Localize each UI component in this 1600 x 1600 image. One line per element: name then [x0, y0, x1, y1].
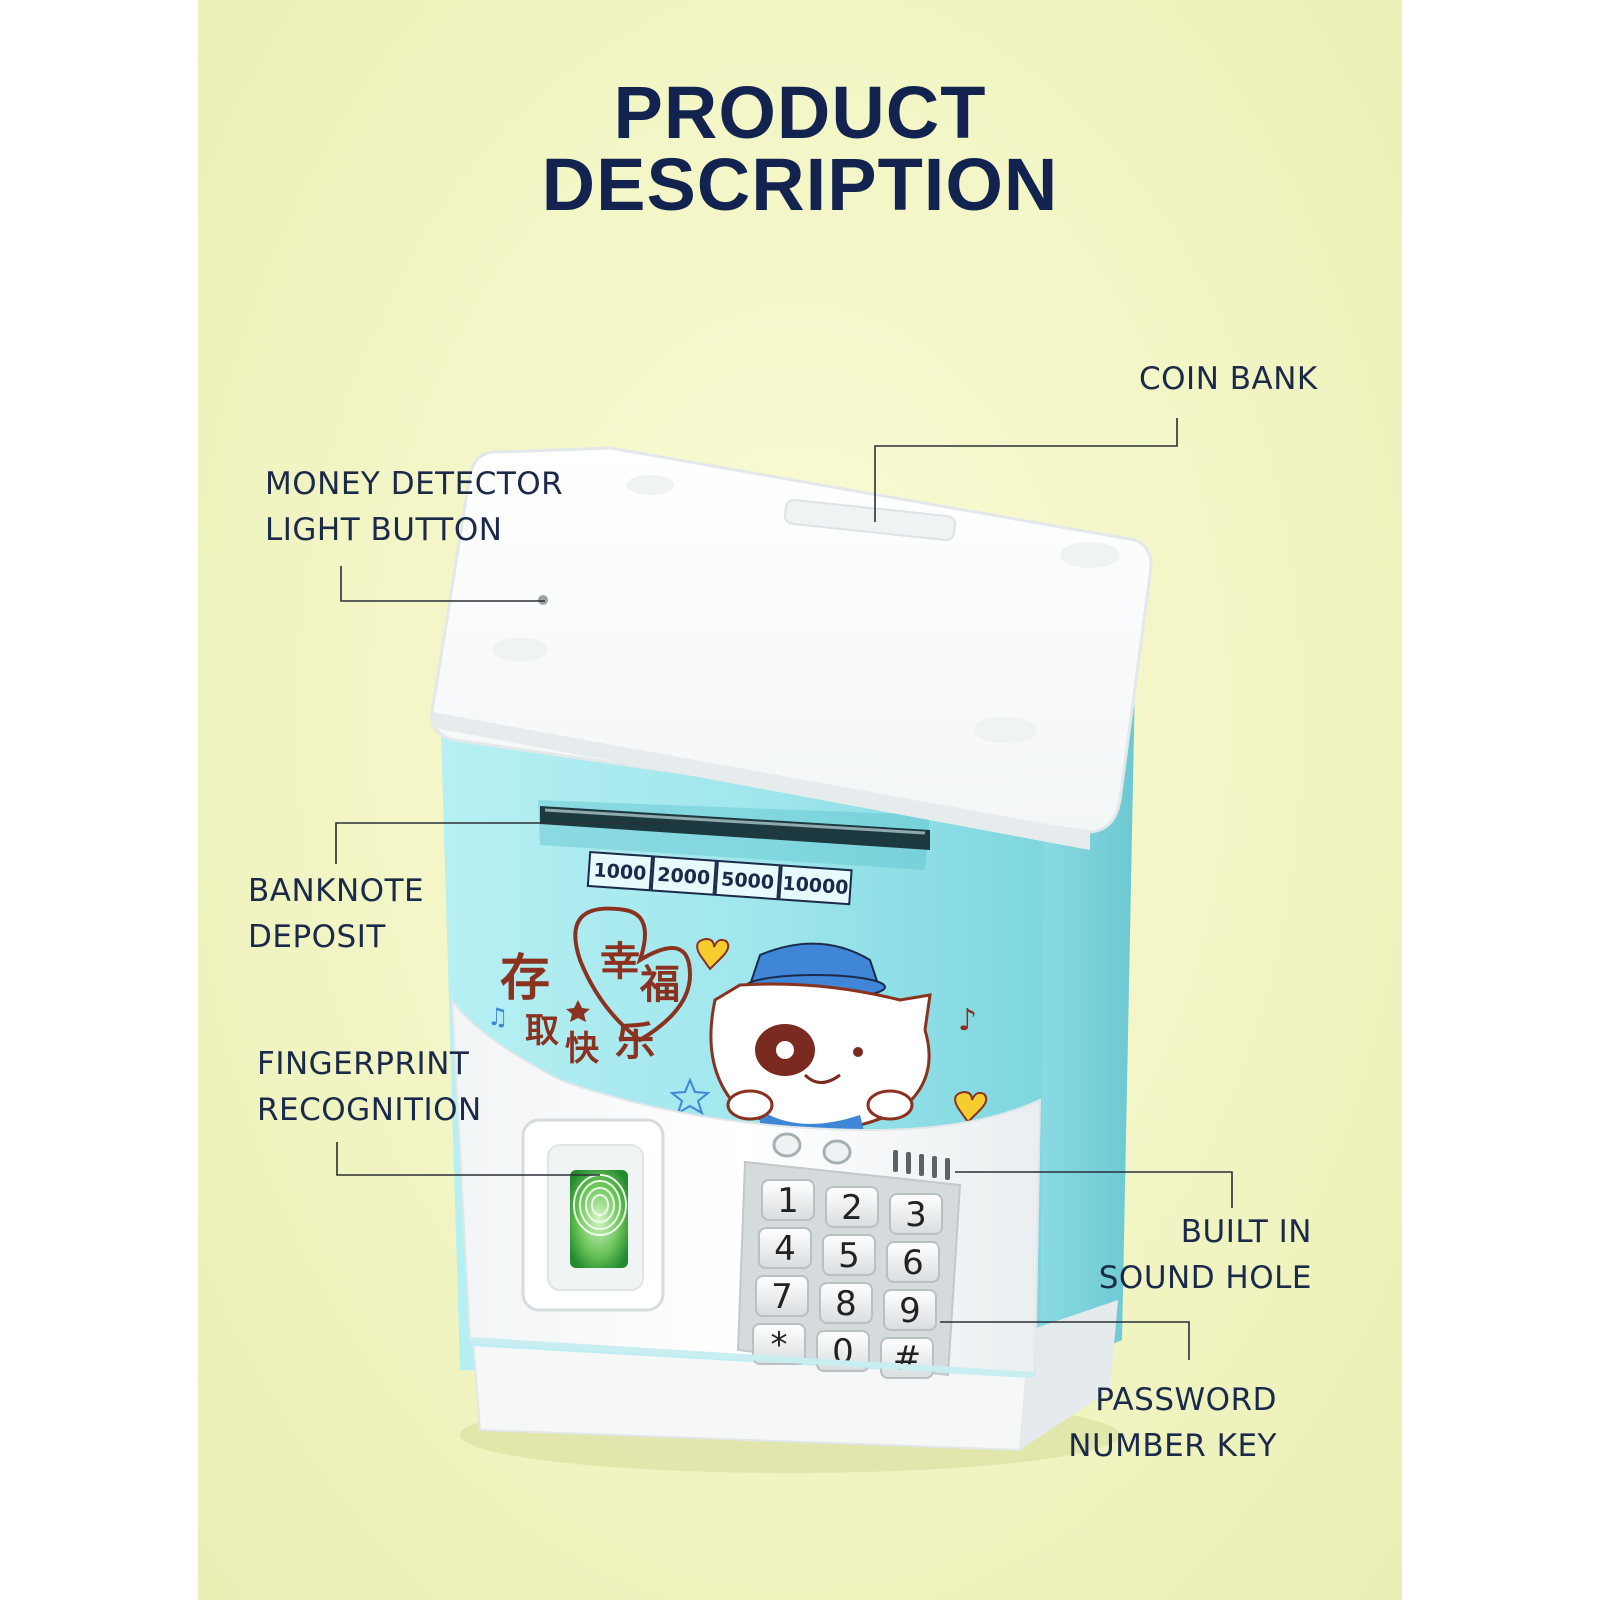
denomination-label: 2000	[657, 864, 711, 890]
keypad-key-label: #	[893, 1339, 922, 1379]
keypad-key[interactable]: 1	[761, 1179, 815, 1221]
detector-light-button	[538, 595, 548, 605]
keypad-key-label: *	[771, 1325, 788, 1365]
callout-line: RECOGNITION	[257, 1092, 482, 1128]
decal-char: 幸	[600, 939, 640, 985]
callout-line: DEPOSIT	[248, 919, 386, 955]
keypad-key-label: 1	[777, 1181, 799, 1221]
denomination-label: 1000	[593, 859, 647, 885]
keypad-key[interactable]: 7	[755, 1275, 809, 1317]
decal-char: 取	[525, 1011, 559, 1051]
callout-line: BANKNOTE	[248, 873, 425, 909]
decal-char: 快	[565, 1029, 600, 1069]
fingerprint-icon	[573, 1174, 627, 1236]
callout-line: BUILT IN	[1180, 1214, 1312, 1250]
denomination-label: 10000	[782, 873, 849, 900]
keypad-key[interactable]: 6	[886, 1241, 940, 1283]
keypad-key[interactable]: 3	[889, 1193, 943, 1235]
callout-line: NUMBER KEY	[1068, 1428, 1277, 1464]
keypad-key-label: 8	[835, 1284, 857, 1324]
svg-text:♪: ♪	[958, 1003, 977, 1038]
callout-line: COIN BANK	[1139, 361, 1318, 397]
fingerprint-module	[521, 1118, 665, 1312]
decal-char: 存	[500, 949, 550, 1007]
keypad-key[interactable]: 5	[822, 1234, 876, 1276]
decal-char: 乐	[615, 1019, 655, 1065]
keypad-key[interactable]: 4	[758, 1227, 812, 1269]
page-title-line-1: PRODUCT	[613, 71, 987, 154]
keypad-key[interactable]: 2	[825, 1186, 879, 1228]
callout-line: SOUND HOLE	[1098, 1260, 1312, 1296]
decal-char: 福	[639, 962, 680, 1008]
keypad-key-label: 6	[902, 1243, 924, 1283]
keypad-key-label: 5	[838, 1236, 860, 1276]
callout-line: FINGERPRINT	[257, 1046, 470, 1082]
sound-hole	[893, 1150, 950, 1180]
keypad-key[interactable]: 9	[883, 1289, 937, 1331]
callout-sound-hole: BUILT IN SOUND HOLE	[1099, 1209, 1312, 1301]
keypad-key[interactable]: *	[752, 1323, 806, 1365]
keypad-key-label: 9	[899, 1291, 921, 1331]
denomination-labels: 1000 2000 5000 10000	[586, 850, 853, 906]
keypad-key-label: 3	[905, 1195, 927, 1235]
callout-password-key: PASSWORD NUMBER KEY	[1068, 1377, 1277, 1469]
callout-banknote-deposit: BANKNOTE DEPOSIT	[248, 868, 424, 960]
keypad-key[interactable]: #	[880, 1337, 934, 1379]
keypad-key-label: 4	[774, 1229, 796, 1269]
denomination-label: 5000	[720, 868, 774, 894]
svg-text:♫: ♫	[487, 1003, 509, 1031]
callout-coin-bank: COIN BANK	[1139, 356, 1318, 402]
callout-line: MONEY DETECTOR	[265, 466, 564, 502]
keypad-key-label: 7	[771, 1277, 793, 1317]
callout-fingerprint: FINGERPRINT RECOGNITION	[257, 1041, 482, 1133]
cat-mascot	[709, 942, 932, 1142]
callout-money-detector: MONEY DETECTOR LIGHT BUTTON	[265, 461, 563, 553]
decal: 存 幸 福 取 快 乐 ♫ ♪	[487, 906, 988, 1124]
page-title-line-2: DESCRIPTION	[541, 143, 1059, 226]
keypad-key[interactable]: 8	[819, 1282, 873, 1324]
callout-line: PASSWORD	[1095, 1382, 1277, 1418]
fingerprint-sensor	[570, 1170, 628, 1268]
keypad-key-label: 2	[841, 1188, 863, 1228]
callout-line: LIGHT BUTTON	[265, 512, 503, 548]
coin-slot	[784, 498, 956, 542]
